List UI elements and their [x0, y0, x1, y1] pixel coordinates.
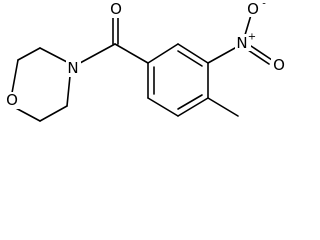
bond-ring-c1-c2	[147, 43, 179, 64]
bond-ring-inner-1	[177, 50, 203, 67]
nitro-nitrogen-charge: +	[248, 32, 256, 43]
bond-methyl	[207, 97, 239, 117]
atom-labels: O N O N + O - O	[4, 0, 287, 109]
bond-c-c-lower	[39, 105, 68, 122]
bond-n-c-upper-left	[39, 47, 68, 63]
nitro-nitrogen-label: N	[236, 34, 247, 52]
bonds	[11, 14, 273, 122]
bond-nitro-n-o-double-1	[250, 45, 273, 61]
bond-nitro-n-o-double-2	[247, 49, 270, 65]
nitro-oxygen-single-charge: -	[262, 0, 266, 10]
nitro-oxygen-single-label: O	[247, 0, 259, 18]
bond-n-carbonyl-c	[79, 43, 116, 64]
morpholine-nitrogen-label: N	[67, 59, 78, 77]
bond-ring-inner-2	[177, 94, 203, 110]
bond-nitro-n-o-single	[244, 14, 252, 36]
chemical-structure-diagram: O N O N + O - O	[4, 0, 287, 122]
bond-ring-c4-c5	[177, 97, 209, 117]
bond-carbonyl-c-ring	[114, 43, 149, 64]
bond-c-c-upper-left	[17, 47, 41, 61]
bond-ring-c5-c6	[147, 97, 179, 117]
bond-ring-c2-c3	[177, 43, 209, 64]
bond-c-n-lower-right	[66, 75, 71, 107]
carbonyl-oxygen-label: O	[110, 0, 122, 18]
bond-c-o-left-upper	[11, 59, 19, 94]
bond-ring-nitro-n	[207, 47, 236, 64]
morpholine-oxygen-label: O	[6, 91, 18, 109]
nitro-oxygen-double-label: O	[273, 56, 285, 74]
